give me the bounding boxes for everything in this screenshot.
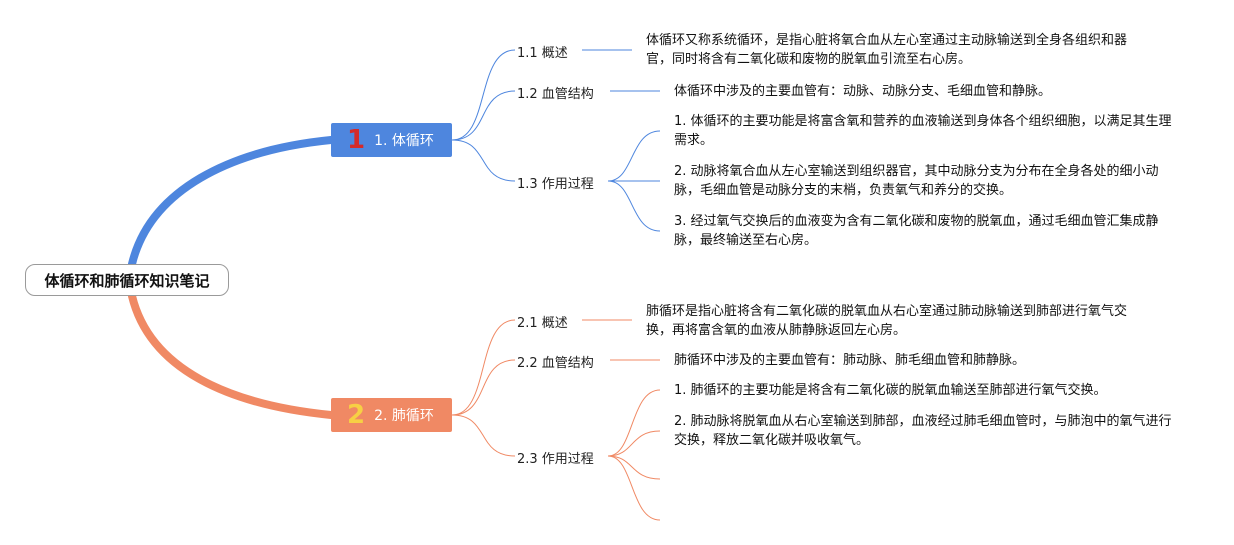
branch-systemic-circulation[interactable]: 1 1. 体循环	[331, 123, 452, 157]
branch1-topic2-connector	[451, 90, 516, 141]
branch2-topic2-connector	[451, 359, 516, 416]
topic2-3-empty-connector-2	[607, 455, 661, 521]
note-2-3-2[interactable]: 2. 肺动脉将脱氧血从右心室输送到肺部，血液经过肺毛细血管时，与肺泡中的氧气进行…	[674, 414, 1172, 448]
topic-1-1[interactable]: 1.1 概述	[517, 46, 568, 61]
branch-pulmonary-circulation[interactable]: 2 2. 肺循环	[331, 398, 452, 432]
root-branch1-connector	[128, 136, 335, 268]
note-2-2[interactable]: 肺循环中涉及的主要血管有：肺动脉、肺毛细血管和肺静脉。	[674, 353, 1026, 368]
note-1-3-2[interactable]: 2. 动脉将氧合血从左心室输送到组织器官，其中动脉分支为分布在全身各处的细小动脉…	[674, 164, 1159, 198]
branch1-topic3-connector	[451, 139, 516, 182]
branch2-badge-icon: 2	[347, 400, 366, 430]
branch2-topic3-connector	[451, 414, 516, 457]
topic-2-3[interactable]: 2.3 作用过程	[517, 452, 594, 467]
branch2-label: 2. 肺循环	[374, 408, 434, 424]
branch1-label: 1. 体循环	[374, 133, 434, 149]
note-2-1[interactable]: 肺循环是指心脏将含有二氧化碳的脱氧血从右心室通过肺动脉输送到肺部进行氧气交换，再…	[646, 304, 1128, 338]
root-topic-label: 体循环和肺循环知识笔记	[44, 271, 210, 290]
branch2-topic1-connector	[451, 319, 516, 416]
topic2-3-note2-connector	[607, 430, 661, 457]
topic-2-1[interactable]: 2.1 概述	[517, 316, 568, 331]
topic-2-2[interactable]: 2.2 血管结构	[517, 356, 594, 371]
topic1-3-note3-connector	[607, 180, 661, 232]
note-1-1[interactable]: 体循环又称系统循环，是指心脏将氧合血从左心室通过主动脉输送到全身各组织和器官，同…	[646, 33, 1128, 67]
root-topic[interactable]: 体循环和肺循环知识笔记	[25, 264, 229, 296]
root-branch2-connector	[128, 292, 335, 419]
branch1-topic1-connector	[451, 49, 516, 141]
branch1-badge-icon: 1	[347, 125, 366, 155]
topic2-3-empty-connector-1	[607, 455, 661, 480]
topic-1-2[interactable]: 1.2 血管结构	[517, 87, 594, 102]
note-1-2[interactable]: 体循环中涉及的主要血管有：动脉、动脉分支、毛细血管和静脉。	[674, 84, 1052, 99]
note-2-3-1[interactable]: 1. 肺循环的主要功能是将含有二氧化碳的脱氧血输送至肺部进行氧气交换。	[674, 383, 1107, 398]
note-1-3-1[interactable]: 1. 体循环的主要功能是将富含氧和营养的血液输送到身体各个组织细胞，以满足其生理…	[674, 114, 1172, 148]
topic-1-3[interactable]: 1.3 作用过程	[517, 177, 594, 192]
topic2-3-note1-connector	[607, 389, 661, 457]
note-1-3-3[interactable]: 3. 经过氧气交换后的血液变为含有二氧化碳和废物的脱氧血，通过毛细血管汇集成静脉…	[674, 214, 1159, 248]
topic1-3-note1-connector	[607, 130, 661, 182]
